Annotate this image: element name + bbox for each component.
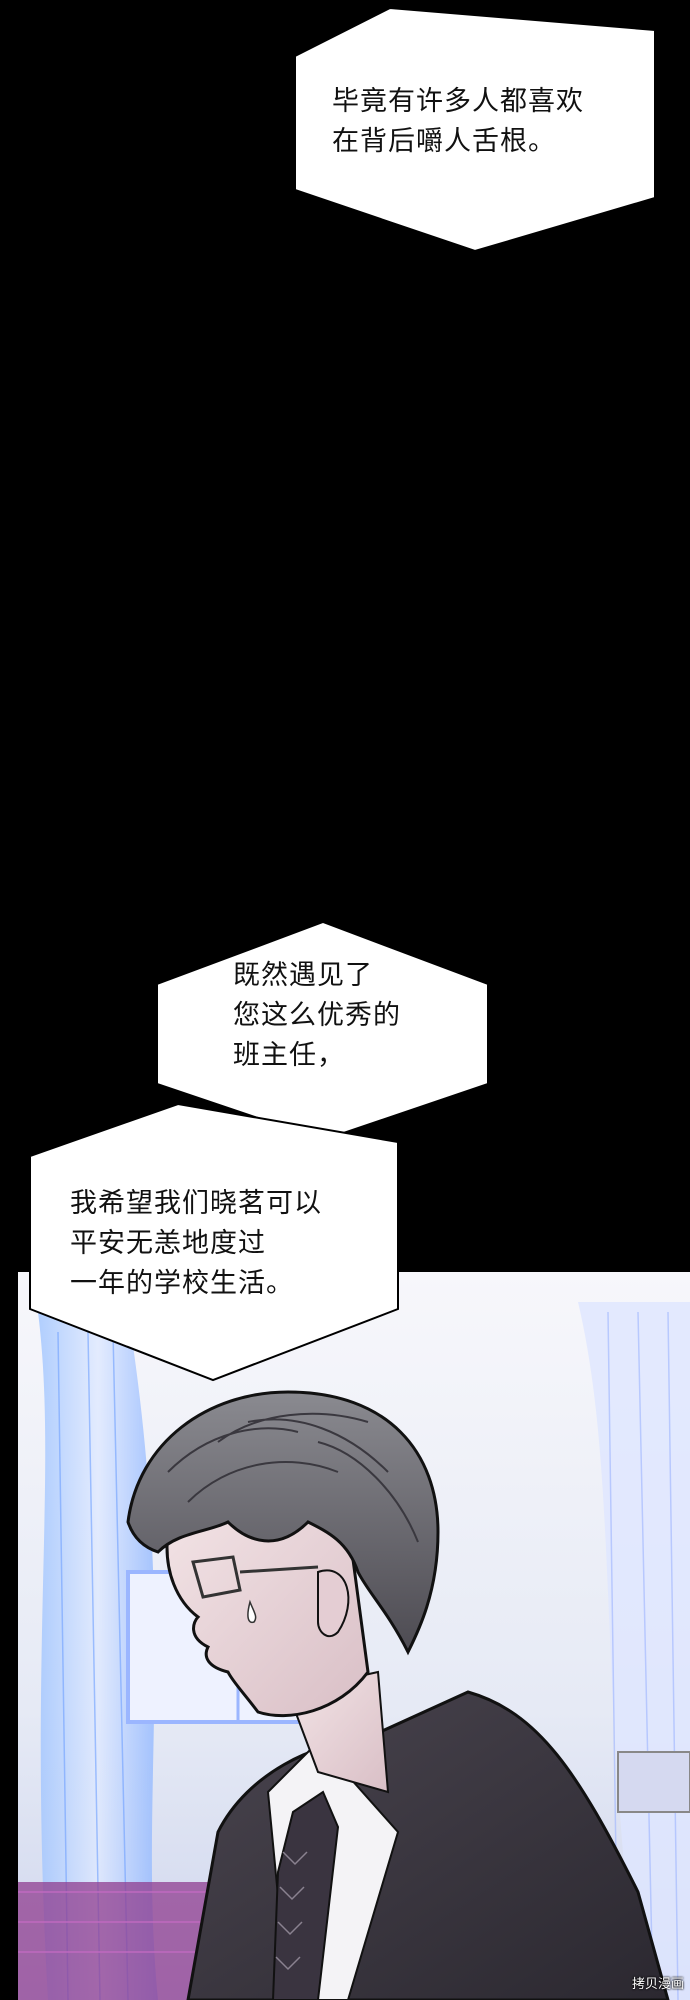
speech-bubble-3-text: 我希望我们晓茗可以 平安无恙地度过 一年的学校生活。 bbox=[70, 1184, 322, 1304]
speech-bubble-2: 既然遇见了 您这么优秀的 班主任， bbox=[155, 920, 490, 1142]
speech-bubble-2-shape bbox=[156, 920, 489, 1142]
speech-bubble-3: 我希望我们晓茗可以 平安无恙地度过 一年的学校生活。 bbox=[28, 1102, 400, 1382]
speech-bubble-2-text: 既然遇见了 您这么优秀的 班主任， bbox=[233, 956, 401, 1076]
speech-bubble-3-shape bbox=[29, 1102, 399, 1382]
speech-line: 一年的学校生活。 bbox=[70, 1268, 294, 1299]
speech-bubble-1-text: 毕竟有许多人都喜欢 在背后嚼人舌根。 bbox=[332, 82, 584, 162]
speech-line: 您这么优秀的 bbox=[233, 1000, 401, 1031]
speech-line: 平安无恙地度过 bbox=[70, 1228, 266, 1259]
speech-bubble-1: 毕竟有许多人都喜欢 在背后嚼人舌根。 bbox=[290, 6, 660, 256]
speech-line: 我希望我们晓茗可以 bbox=[70, 1188, 322, 1219]
illustration-man-in-suit bbox=[18, 1272, 690, 2000]
hair bbox=[126, 1390, 440, 1656]
watermark: 拷贝漫画 bbox=[631, 1977, 684, 1992]
speech-line: 班主任， bbox=[233, 1040, 345, 1071]
furniture-purple bbox=[18, 1882, 218, 2000]
speech-line: 既然遇见了 bbox=[233, 960, 373, 991]
patterned-tie bbox=[271, 1790, 340, 2000]
glasses-icon bbox=[191, 1555, 319, 1599]
speech-line: 在背后嚼人舌根。 bbox=[332, 126, 556, 157]
speech-line: 毕竟有许多人都喜欢 bbox=[332, 86, 584, 117]
comic-panel: 拷贝漫画 bbox=[18, 1272, 690, 2000]
speech-bubble-1-shape bbox=[294, 6, 656, 253]
